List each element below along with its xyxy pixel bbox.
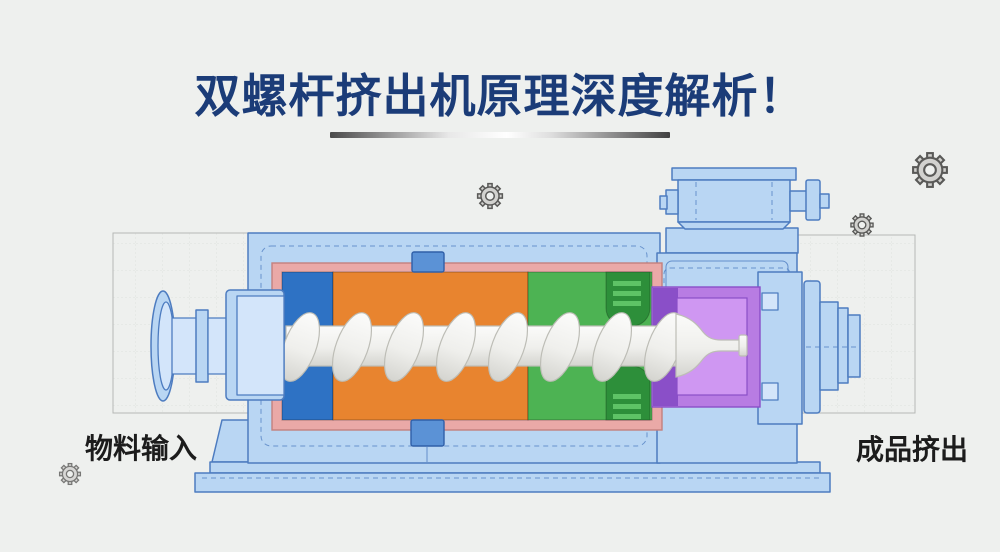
- screw-nozzle-tip: [738, 334, 748, 357]
- page-title: 双螺杆挤出机原理深度解析！: [194, 70, 806, 122]
- gear-icon: [476, 182, 504, 210]
- barrel-clamps: [410, 251, 445, 462]
- product-output-label: 成品挤出: [856, 434, 969, 465]
- gear-icon: [912, 152, 948, 188]
- gear-icon: [58, 462, 82, 486]
- gear-icon: [850, 213, 874, 237]
- extruder-screw: [279, 312, 748, 382]
- feed-assembly: [150, 289, 285, 402]
- title-underline: [330, 132, 670, 138]
- kneading-elements: [605, 271, 651, 421]
- material-input-label: 物料输入: [85, 433, 198, 464]
- drive-motor: [659, 167, 830, 230]
